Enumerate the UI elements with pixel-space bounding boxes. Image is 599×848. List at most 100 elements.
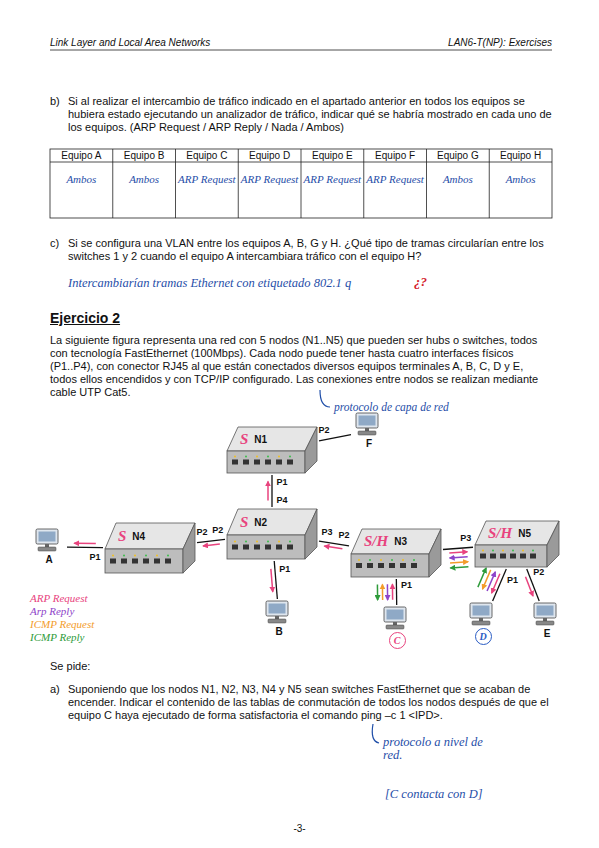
port-socket — [154, 559, 160, 564]
network-cable — [319, 541, 349, 546]
port-socket — [520, 554, 526, 559]
leader-line — [320, 390, 330, 407]
table-rule — [363, 149, 364, 218]
traffic-arrow — [450, 562, 468, 563]
terminal-name: E — [544, 628, 551, 639]
port-socket — [378, 563, 384, 568]
traffic-arrow — [271, 569, 273, 592]
table-header: Equipo D — [238, 150, 301, 162]
port-socket — [500, 554, 506, 559]
table-cell: ARP Request — [301, 164, 364, 194]
keyboard — [268, 619, 286, 623]
port-socket — [510, 554, 516, 559]
monitor — [470, 603, 492, 618]
pc-icon — [466, 602, 496, 626]
traffic-arrow — [526, 577, 533, 596]
port-led — [256, 541, 258, 543]
table-header: Equipo F — [364, 150, 427, 162]
port-socket — [480, 554, 486, 559]
traffic-arrow — [324, 546, 342, 549]
pc-icon — [32, 528, 62, 552]
table-cell: Ambos — [489, 164, 552, 194]
port-led — [532, 550, 534, 552]
table-cell: Ambos — [427, 164, 490, 194]
port-socket — [530, 554, 536, 559]
header-rule — [50, 50, 552, 51]
network-cable — [67, 547, 103, 549]
pc-icon — [380, 606, 410, 630]
terminal-pc: A — [32, 528, 66, 566]
pc-icon — [352, 412, 382, 436]
port-led — [391, 559, 393, 561]
table-header: Equipo G — [427, 150, 490, 162]
node-name: N1 — [254, 434, 267, 445]
switch-side — [547, 521, 559, 567]
terminal-name: D — [475, 628, 492, 645]
port-socket — [287, 460, 293, 465]
table-header: Equipo C — [176, 150, 239, 162]
terminal-name: B — [275, 626, 282, 637]
monitor-stand — [365, 428, 369, 431]
port-socket — [110, 559, 116, 564]
table-border — [50, 149, 552, 218]
port-socket — [232, 545, 238, 550]
keyboard — [38, 547, 56, 551]
network-node: N1S — [226, 426, 318, 474]
switch-drawing — [350, 528, 442, 578]
handwritten-note: protocolo de capa de red — [334, 401, 449, 414]
port-socket — [243, 460, 249, 465]
network-cable — [319, 435, 351, 441]
port-socket — [265, 460, 271, 465]
port-led — [245, 541, 247, 543]
legend-text: ICMP Reply — [30, 631, 84, 643]
port-socket — [389, 563, 395, 568]
terminal-pc: D — [466, 602, 500, 645]
switch-drawing — [474, 520, 560, 568]
port-label: P1 — [506, 575, 519, 585]
port-led — [267, 541, 269, 543]
port-socket — [356, 563, 362, 568]
port-led — [145, 555, 147, 557]
switch-drawing — [226, 426, 318, 474]
port-socket — [276, 460, 282, 465]
node-name: N5 — [518, 528, 531, 539]
monitor — [384, 607, 406, 622]
switch-front — [105, 549, 183, 573]
exercise-heading: Ejercicio 2 — [50, 312, 120, 325]
handwritten-note: [C contacta con D] — [385, 788, 483, 801]
item-letter: b) — [50, 95, 60, 108]
handwritten-note: protocolo a nivel de red. — [383, 736, 495, 762]
monitor-stand — [45, 544, 49, 547]
node-text: N2S — [240, 510, 267, 534]
running-header: LAN6-T(NP): Exercises — [448, 36, 552, 49]
table-rule — [238, 149, 239, 218]
node-text: A — [32, 554, 66, 566]
traffic-arrow — [74, 543, 96, 545]
port-led — [402, 559, 404, 561]
switch-top — [475, 521, 559, 545]
port-led — [278, 541, 280, 543]
terminal-pc: C — [380, 606, 414, 649]
node-text: N3S/H — [364, 530, 407, 553]
legend-entry: ICMP Request — [30, 618, 94, 631]
monitor — [534, 603, 556, 618]
pc-icon — [530, 602, 560, 626]
handwritten-mark: ¿? — [414, 275, 427, 288]
node-text: B — [262, 626, 296, 638]
port-led — [358, 559, 360, 561]
port-led — [512, 550, 514, 552]
table-header: Equipo A — [50, 150, 113, 162]
port-socket — [232, 460, 238, 465]
switch-front — [475, 545, 547, 567]
table-header: Equipo E — [301, 150, 364, 162]
port-led — [278, 456, 280, 458]
table-rule — [426, 149, 427, 218]
network-node: N2S — [226, 508, 318, 560]
port-socket — [400, 563, 406, 568]
monitor-stand — [393, 622, 397, 625]
legend-entry: ARP Request — [30, 592, 88, 605]
port-label: P4 — [275, 495, 288, 505]
port-socket — [490, 554, 496, 559]
legend-text: Arp Reply — [30, 605, 74, 617]
node-text: N4S — [118, 524, 145, 548]
